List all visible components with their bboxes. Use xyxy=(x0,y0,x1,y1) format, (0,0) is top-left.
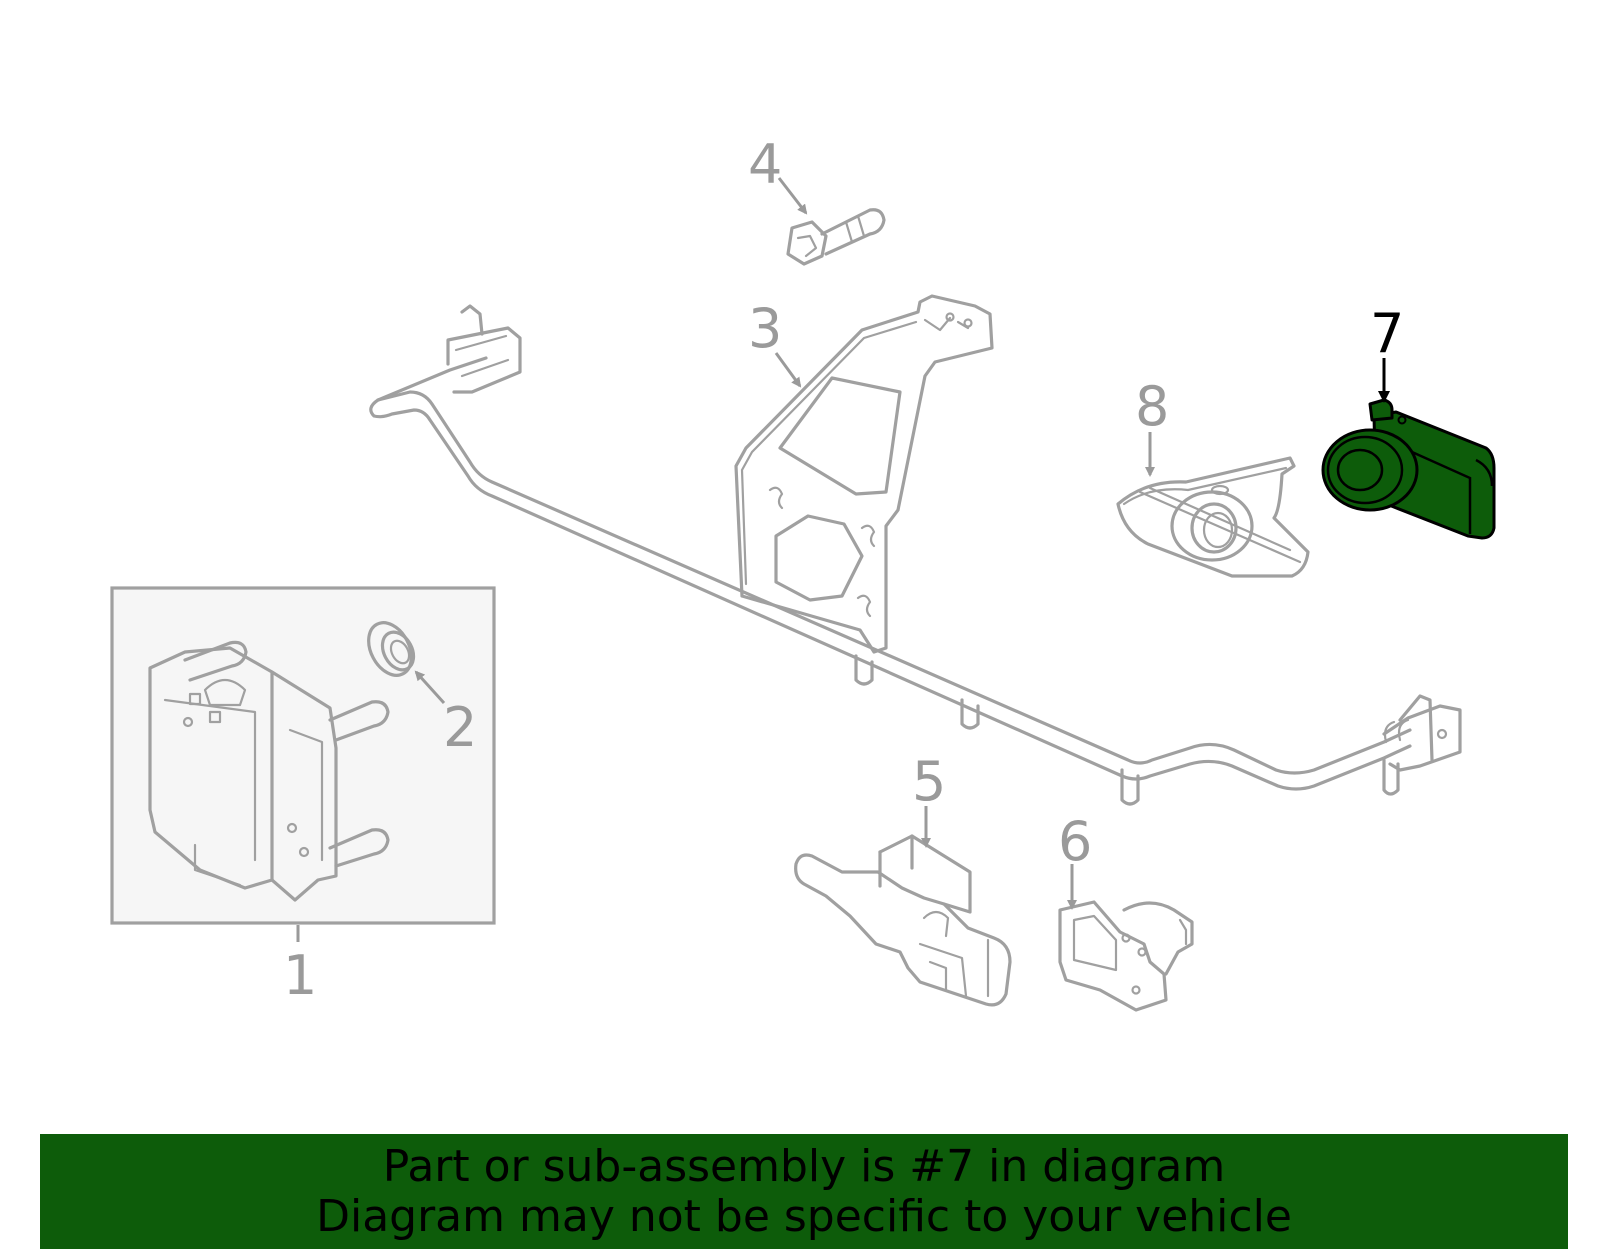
leader-4 xyxy=(777,177,808,215)
part-2-grommet[interactable] xyxy=(360,615,420,682)
part-6-retainer[interactable] xyxy=(1058,900,1194,1012)
part-1-kit-box xyxy=(110,586,496,925)
callout-8: 8 xyxy=(1135,375,1169,438)
part-4-bolt[interactable] xyxy=(786,208,886,266)
part-8-sensor-bezel[interactable] xyxy=(1116,456,1310,578)
part-7-parking-sensor[interactable] xyxy=(1321,398,1496,540)
callout-2: 2 xyxy=(443,696,477,759)
callout-4: 4 xyxy=(748,133,782,196)
callout-5: 5 xyxy=(912,750,946,813)
banner-line-2: Diagram may not be specific to your vehi… xyxy=(316,1190,1292,1242)
callout-7: 7 xyxy=(1370,302,1404,365)
callout-3: 3 xyxy=(748,297,782,360)
parts-diagram: 1 2 4 3 xyxy=(110,133,1496,1012)
leader-3 xyxy=(774,352,802,388)
part-1-control-module[interactable] xyxy=(110,586,496,925)
banner-line-1: Part or sub-assembly is #7 in diagram xyxy=(382,1140,1226,1192)
callout-6: 6 xyxy=(1058,810,1092,873)
part-5-connector[interactable] xyxy=(794,834,1012,1007)
callout-1: 1 xyxy=(283,944,317,1007)
part-3-bracket[interactable] xyxy=(734,294,994,654)
notice-banner: Part or sub-assembly is #7 in diagram Di… xyxy=(40,1134,1568,1249)
part-3-wiring-harness[interactable] xyxy=(369,304,1462,806)
leader-2 xyxy=(414,670,446,705)
